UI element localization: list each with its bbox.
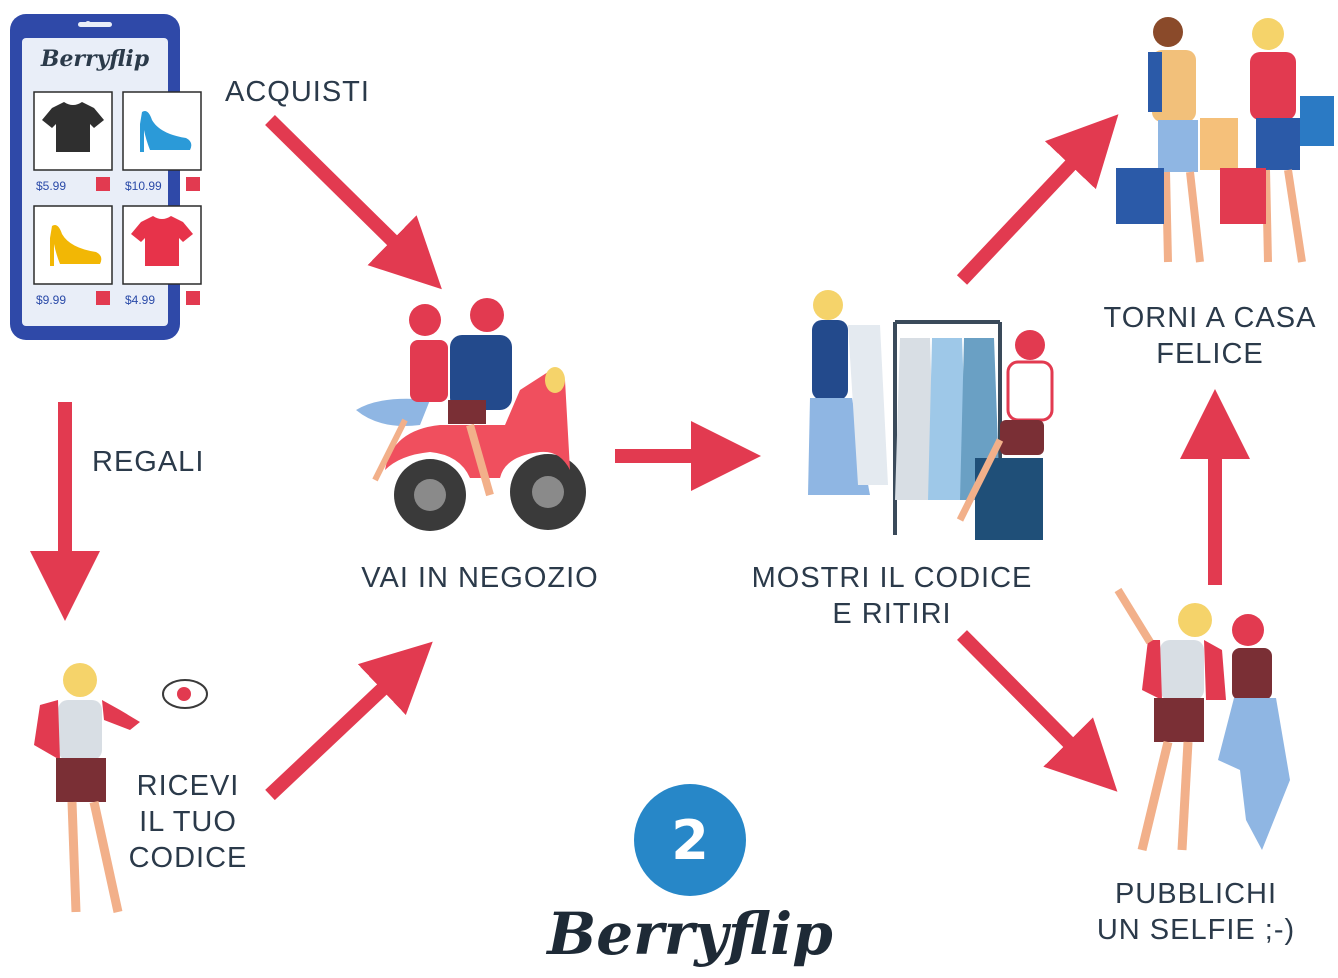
cart-icon xyxy=(186,291,200,305)
heel-blue-icon xyxy=(140,111,192,152)
selfie-women-illustration xyxy=(1114,587,1290,852)
phone-brand-logo: Berryflip xyxy=(40,46,150,72)
label-line: TORNI A CASA xyxy=(1103,302,1317,334)
woman-with-phone-illustration xyxy=(34,663,208,913)
cart-icon xyxy=(96,177,110,191)
arrow-mostri-to-torni xyxy=(956,114,1119,285)
cart-icon xyxy=(96,291,110,305)
label-line: RICEVI xyxy=(136,770,240,802)
label-line: CODICE xyxy=(128,842,248,874)
arrow-acquisti xyxy=(265,115,442,290)
step-number-badge: 2 xyxy=(634,784,746,896)
label-ricevi-il-tuo-codice: RICEVI IL TUO CODICE xyxy=(118,768,258,876)
shopping-women-illustration xyxy=(1116,17,1334,263)
phone-illustration xyxy=(10,14,202,340)
label-line: UN SELFIE ;-) xyxy=(1096,914,1296,946)
label-line: E RITIRI xyxy=(832,598,952,630)
label-line: IL TUO xyxy=(139,806,237,838)
tshirt-dark-icon xyxy=(42,102,104,152)
label-torni-a-casa: TORNI A CASA FELICE xyxy=(1086,300,1334,372)
heel-yellow-icon xyxy=(50,225,102,266)
label-acquisti: ACQUISTI xyxy=(225,76,370,108)
product-price: $10.99 xyxy=(125,179,162,193)
product-price: $5.99 xyxy=(36,179,67,193)
label-line: PUBBLICHI xyxy=(1114,878,1278,910)
label-vai-in-negozio: VAI IN NEGOZIO xyxy=(361,562,599,594)
arrows xyxy=(30,114,1250,801)
label-line: MOSTRI IL CODICE xyxy=(751,562,1033,594)
product-price: $4.99 xyxy=(125,293,156,307)
brand-logo: Berryflip xyxy=(547,900,833,968)
arrow-mostri-to-pubblichi xyxy=(957,630,1118,792)
tshirt-red-icon xyxy=(131,216,193,266)
label-line: FELICE xyxy=(1156,338,1264,370)
product-price: $9.99 xyxy=(36,293,67,307)
cart-icon xyxy=(186,177,200,191)
label-pubblichi-un-selfie: PUBBLICHI UN SELFIE ;-) xyxy=(1086,876,1306,948)
shop-illustration xyxy=(808,290,1054,540)
label-mostri-il-codice: MOSTRI IL CODICE E RITIRI xyxy=(742,560,1042,632)
scooter-illustration xyxy=(356,298,586,531)
berry-icon xyxy=(177,687,191,701)
label-regali: REGALI xyxy=(92,446,205,478)
arrow-codice-to-negozio xyxy=(265,641,433,801)
